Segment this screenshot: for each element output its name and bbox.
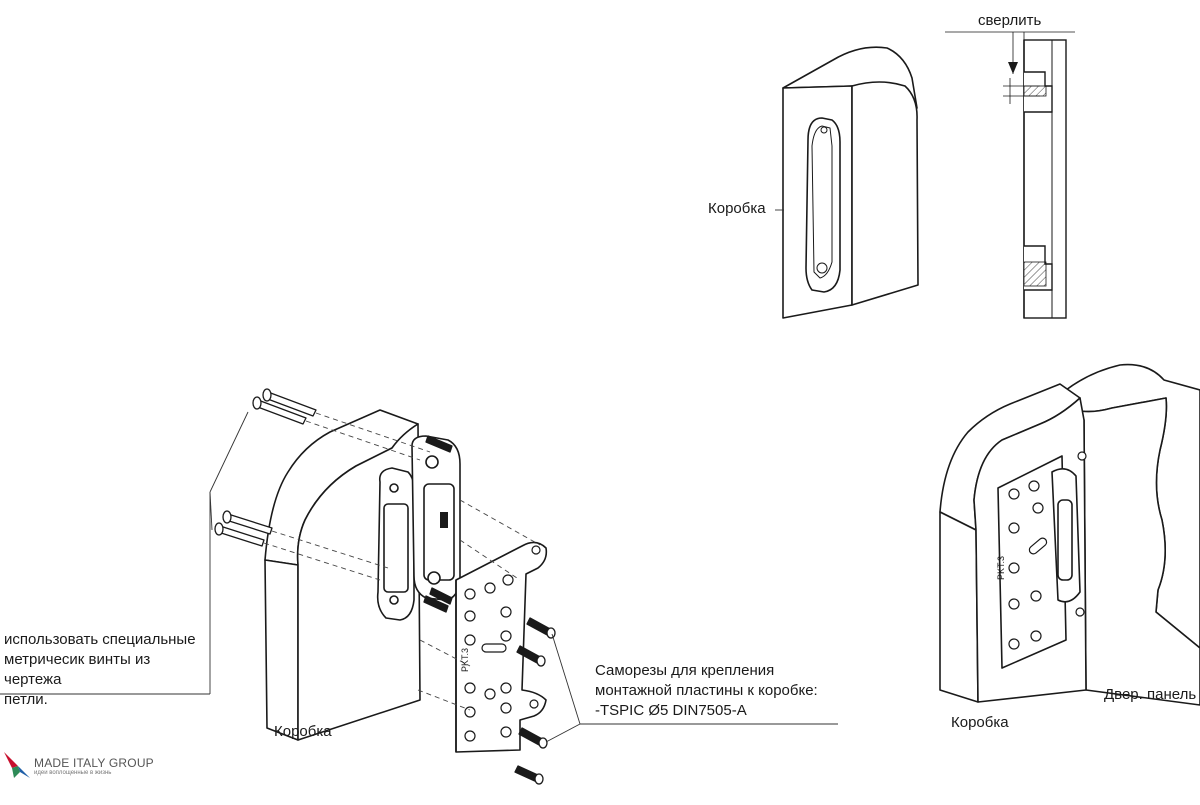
box-label-bottom-right: Коробка — [951, 714, 1009, 731]
logo-tagline: идеи воплощенные в жизнь — [34, 770, 112, 776]
self-tapping-note-line-3: -TSPIC Ø5 DIN7505-A — [595, 702, 747, 719]
frame-box-top-drawing — [782, 46, 919, 319]
metric-screws-note-line-2: метричесик винты из чертежа — [4, 651, 151, 688]
made-italy-group-logo: MADE ITALY GROUP идеи воплощенные в жизн… — [2, 748, 172, 784]
metric-screws-note: использовать специальные метричесик винт… — [4, 630, 209, 710]
door-panel-label: Двер. панель — [1104, 686, 1197, 703]
leader-lines — [0, 209, 838, 743]
drilling-section-drawing — [945, 31, 1075, 319]
self-tapping-note-line-1: Саморезы для крепления — [595, 662, 775, 679]
logo-name: MADE ITALY GROUP — [34, 756, 154, 770]
assembled-view-drawing — [939, 363, 1200, 706]
logo-mark-icon — [4, 752, 30, 778]
self-tapping-note-line-2: монтажной пластины к коробке: — [595, 682, 818, 699]
self-tapping-screws-note: Саморезы для крепления монтажной пластин… — [595, 661, 835, 721]
plate-marking-assembled: PKT.3 — [996, 556, 1006, 580]
box-label-top: Коробка — [708, 200, 766, 217]
exploded-assembly-drawing — [214, 388, 556, 785]
plate-marking-exploded: PKT.3 — [460, 648, 470, 672]
metric-screws-note-line-3: петли. — [4, 691, 48, 708]
drill-label: сверлить — [978, 12, 1042, 29]
box-label-bottom-left: Коробка — [274, 723, 332, 740]
metric-screws-note-line-1: использовать специальные — [4, 631, 196, 648]
